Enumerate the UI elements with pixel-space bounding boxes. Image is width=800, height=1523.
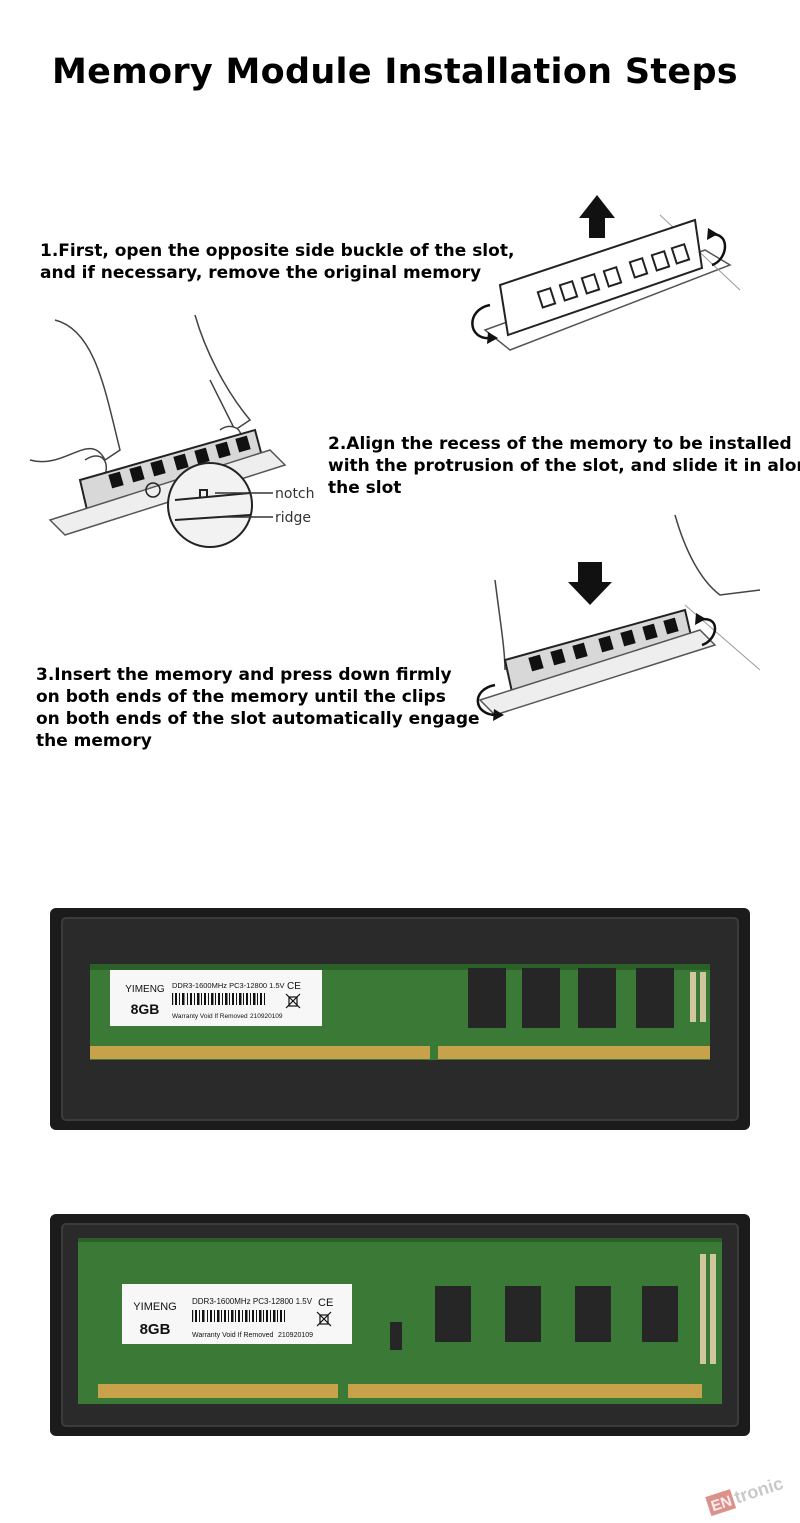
step-1-text: 1.First, open the opposite side buckle o…: [40, 240, 514, 284]
module-1-spec: DDR3-1600MHz PC3-12800 1.5V: [172, 981, 285, 990]
module-1-cert: CE: [287, 981, 301, 992]
step-2-line: 2.Align the recess of the memory to be i…: [328, 434, 792, 454]
down-arrow-icon: [568, 562, 612, 605]
watermark-prefix: EN: [709, 1493, 734, 1516]
step-2-text: 2.Align the recess of the memory to be i…: [328, 433, 800, 499]
watermark-suffix: tronic: [732, 1473, 786, 1507]
module-1-warranty: Warranty Void If Removed: [172, 1013, 248, 1020]
module-2-capacity: 8GB: [140, 1321, 171, 1338]
step-3-line: the memory: [36, 731, 152, 751]
step-2-line: with the protrusion of the slot, and sli…: [328, 456, 800, 476]
module-2-brand: YIMENG: [133, 1301, 176, 1313]
memory-module-photo-1: YIMENG 8GB DDR3-1600MHz PC3-12800 1.5V C…: [50, 908, 750, 1130]
step-1-illustration: [471, 195, 741, 351]
module-2-spec: DDR3-1600MHz PC3-12800 1.5V: [192, 1297, 313, 1306]
memory-module-photo-2: YIMENG 8GB DDR3-1600MHz PC3-12800 1.5V C…: [50, 1214, 750, 1436]
module-1-capacity: 8GB: [131, 1001, 160, 1017]
module-1-code: 210920109: [250, 1013, 283, 1020]
barcode-icon: [172, 993, 265, 1005]
step-1-line: and if necessary, remove the original me…: [40, 263, 482, 283]
barcode-icon: [192, 1310, 285, 1322]
notch-callout: notch: [275, 486, 315, 502]
module-2-warranty: Warranty Void If Removed: [192, 1332, 274, 1339]
step-3-illustration: [476, 514, 761, 721]
module-1-brand: YIMENG: [125, 984, 165, 995]
up-arrow-icon: [579, 195, 615, 238]
module-2-code: 210920109: [278, 1332, 313, 1339]
step-3-line: 3.Insert the memory and press down firml…: [36, 665, 452, 685]
step-3-text: 3.Insert the memory and press down firml…: [36, 664, 480, 752]
step-2-line: the slot: [328, 478, 402, 498]
ridge-callout: ridge: [275, 510, 311, 526]
step-2-illustration: notch ridge: [29, 314, 315, 548]
step-3-line: on both ends of the memory until the cli…: [36, 687, 446, 707]
recycle-bin-icon: [285, 993, 301, 1009]
module-2-cert: CE: [318, 1297, 333, 1309]
step-3-line: on both ends of the slot automatically e…: [36, 709, 480, 729]
step-1-line: 1.First, open the opposite side buckle o…: [40, 241, 515, 261]
recycle-bin-icon: [316, 1311, 332, 1327]
brand-watermark: EN tronic: [705, 1473, 786, 1517]
page-title: Memory Module Installation Steps: [52, 52, 738, 92]
